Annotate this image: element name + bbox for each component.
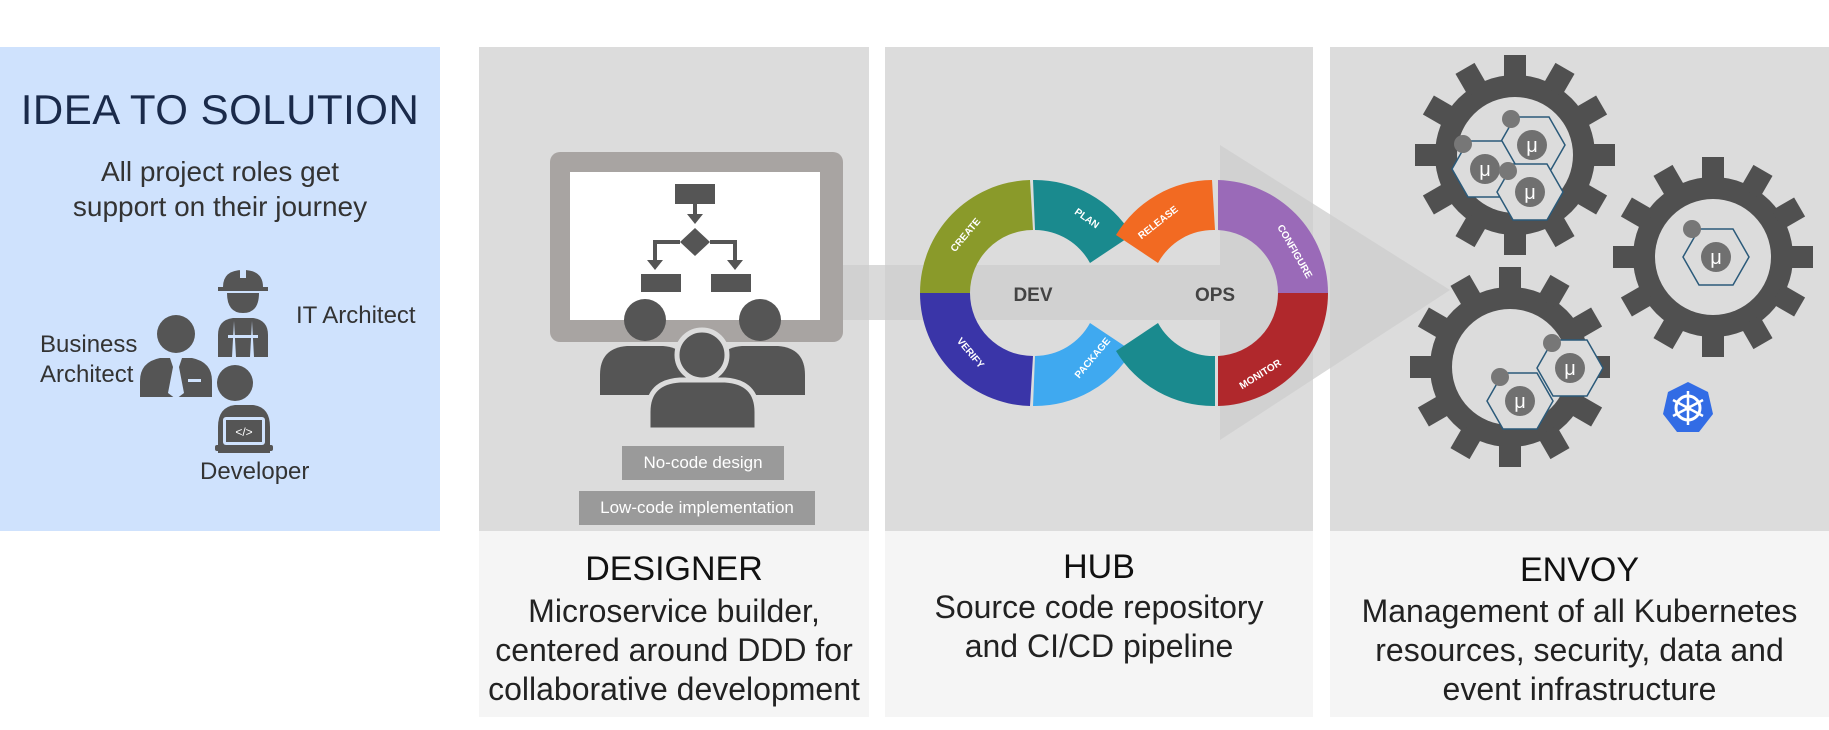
hub-desc-line1: Source code repository	[934, 589, 1264, 625]
ops-teal-segment	[1116, 323, 1215, 407]
stage-plan-segment	[1033, 179, 1132, 263]
designer-description: Microservice builder, centered around DD…	[479, 592, 869, 709]
tag-no-code-design: No-code design	[622, 446, 784, 480]
developer-icon: </>	[215, 365, 273, 453]
tag-low-code-implementation: Low-code implementation	[579, 491, 815, 525]
hub-caption-panel	[885, 531, 1313, 717]
envoy-desc-line1: Management of all Kubernetes	[1361, 593, 1798, 629]
micro-symbol: μ	[1514, 391, 1526, 413]
stage-configure-segment	[1218, 180, 1328, 293]
designer-title: DESIGNER	[585, 550, 763, 588]
business-architect-icon	[140, 315, 212, 399]
flowchart-icon	[641, 184, 751, 292]
project-roles-icon: </>	[140, 268, 273, 453]
idea-title: IDEA TO SOLUTION	[20, 86, 420, 133]
it-architect-icon	[218, 268, 268, 357]
micro-symbol: μ	[1479, 159, 1491, 181]
idea-subtitle-line2: support on their journey	[72, 191, 368, 222]
devops-infinity-loop: DEV OPS CREATE PLAN VERIFY PACKAGE RELEA…	[920, 179, 1328, 407]
designer-caption-panel	[479, 531, 869, 717]
role-business-line1: Business	[40, 331, 138, 358]
dev-label: DEV	[1013, 285, 1052, 306]
micro-symbol: μ	[1564, 358, 1576, 380]
envoy-desc-line2: resources, security, data and	[1375, 632, 1784, 668]
role-developer: Developer	[200, 458, 310, 485]
envoy-gears-illustration: μ μ μ μ μ μ	[1410, 55, 1813, 467]
micro-symbol: μ	[1710, 247, 1722, 269]
hub-desc-line2: and CI/CD pipeline	[964, 628, 1234, 664]
envoy-title: ENVOY	[1519, 551, 1640, 589]
stage-release-segment	[1116, 180, 1215, 263]
designer-illustration	[550, 152, 843, 430]
role-business-line2: Architect	[40, 361, 134, 388]
envoy-description: Management of all Kubernetes resources, …	[1330, 592, 1829, 709]
micro-symbol: μ	[1526, 135, 1538, 157]
stage-monitor-segment	[1218, 293, 1328, 406]
stage-verify-segment	[920, 293, 1033, 406]
envoy-desc-line3: event infrastructure	[1442, 671, 1717, 707]
svg-text:</>: </>	[235, 425, 252, 439]
stage-package-segment	[1033, 323, 1132, 407]
api-cog-icons	[1454, 110, 1701, 386]
micro-symbol: μ	[1524, 182, 1536, 204]
stage-create-segment	[920, 180, 1033, 293]
designer-desc-line2: centered around DDD for	[495, 632, 853, 668]
designer-desc-line1: Microservice builder,	[528, 593, 820, 629]
envoy-caption-panel	[1330, 531, 1829, 717]
team-icon	[600, 299, 805, 430]
idea-subtitle-line1: All project roles get	[100, 156, 340, 187]
hub-title: HUB	[1063, 548, 1135, 586]
role-business-architect: Business Architect	[40, 330, 137, 390]
designer-desc-line3: collaborative development	[488, 671, 860, 707]
kubernetes-icon	[1663, 382, 1713, 432]
role-it-architect: IT Architect	[296, 302, 416, 329]
hub-description: Source code repository and CI/CD pipelin…	[885, 588, 1313, 666]
ops-label: OPS	[1195, 285, 1235, 306]
